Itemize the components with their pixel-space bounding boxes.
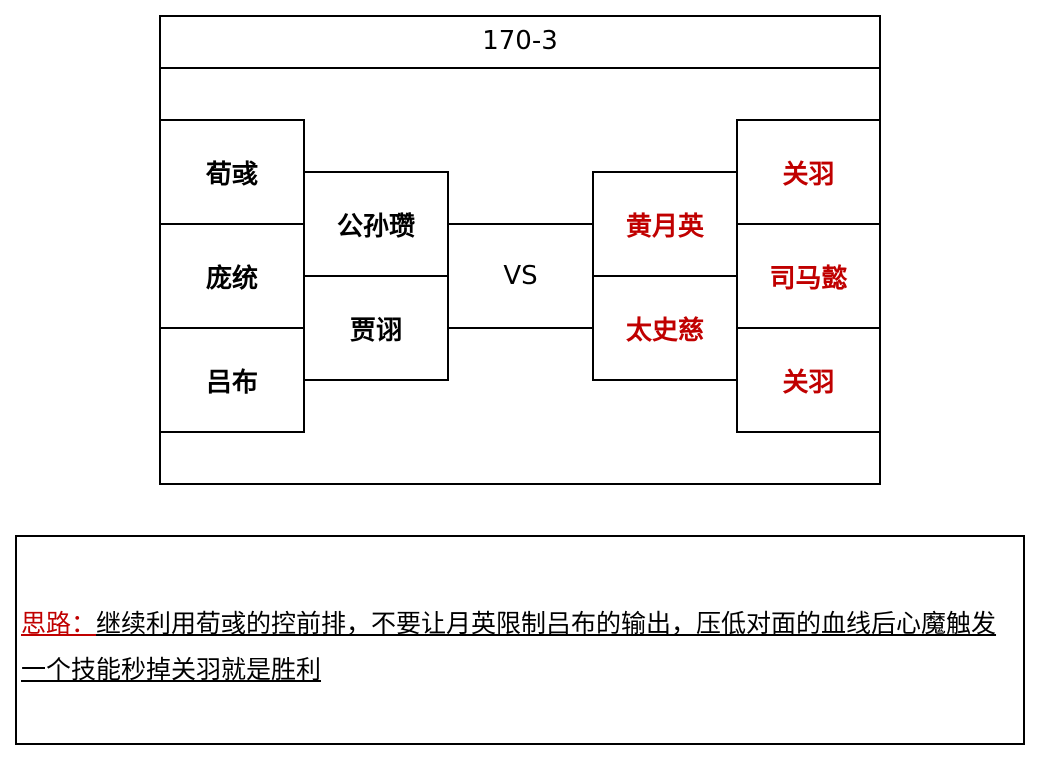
note-label: 思路： <box>21 609 97 638</box>
hero-name: 吕布 <box>205 367 258 398</box>
left-outer-slot-2: 庞统 <box>159 223 305 329</box>
left-inner-slot-1: 公孙瓒 <box>303 171 449 277</box>
left-outer-slot-3: 吕布 <box>159 327 305 433</box>
hero-name: 司马懿 <box>769 263 848 294</box>
vs-label: VS <box>503 261 538 291</box>
right-inner-slot-2: 太史慈 <box>592 275 738 381</box>
right-outer-slot-1: 关羽 <box>736 119 881 225</box>
hero-name: 贾诩 <box>349 315 402 346</box>
connector-line-top <box>447 223 594 225</box>
left-inner-slot-2: 贾诩 <box>303 275 449 381</box>
left-outer-slot-1: 荀彧 <box>159 119 305 225</box>
strategy-text: 思路：继续利用荀彧的控前排，不要让月英限制吕布的输出，压低对面的血线后心魔触发一… <box>21 601 1011 693</box>
hero-name: 庞统 <box>205 263 258 294</box>
hero-name: 太史慈 <box>625 315 704 346</box>
hero-name: 关羽 <box>782 159 835 190</box>
right-outer-slot-2: 司马懿 <box>736 223 881 329</box>
hero-name: 公孙瓒 <box>336 211 415 242</box>
diagram-title: 170-3 <box>159 15 881 69</box>
hero-name: 黄月英 <box>625 211 704 242</box>
right-inner-slot-1: 黄月英 <box>592 171 738 277</box>
right-outer-slot-3: 关羽 <box>736 327 881 433</box>
connector-line-bottom <box>447 327 594 329</box>
hero-name: 荀彧 <box>205 159 258 190</box>
lineup-diagram: 170-3 荀彧 庞统 吕布 公孙瓒 贾诩 VS 黄月英 太史慈 关羽 司马懿 … <box>159 15 881 485</box>
note-body: 继续利用荀彧的控前排，不要让月英限制吕布的输出，压低对面的血线后心魔触发一个技能… <box>21 609 997 684</box>
hero-name: 关羽 <box>782 367 835 398</box>
strategy-note: 思路：继续利用荀彧的控前排，不要让月英限制吕布的输出，压低对面的血线后心魔触发一… <box>15 535 1025 745</box>
